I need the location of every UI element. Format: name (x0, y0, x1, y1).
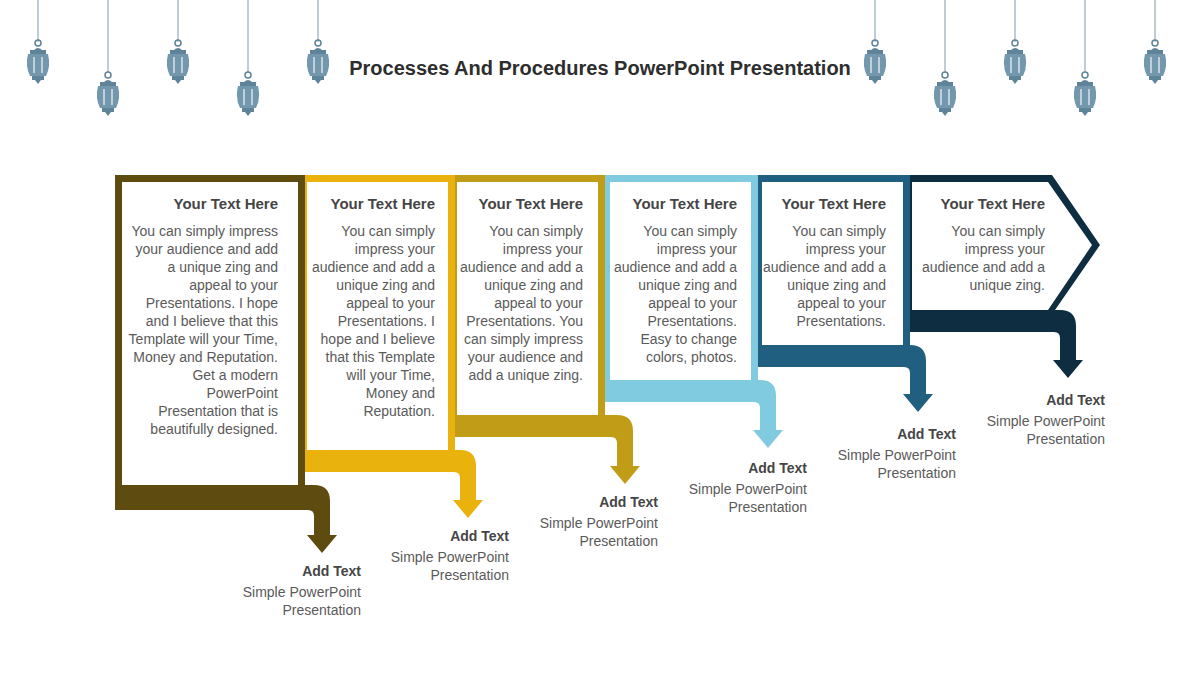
flow-arrow (898, 345, 933, 412)
box-heading: Your Text Here (921, 195, 1045, 213)
step-note: Simple PowerPoint Presentation (667, 480, 807, 516)
process-box: Your Text HereYou can simply impress you… (450, 175, 605, 437)
box-text: Your Text HereYou can simply impress you… (613, 195, 737, 366)
box-text: Your Text HereYou can simply impress you… (921, 195, 1045, 294)
process-box: Your Text HereYou can simply impress you… (603, 175, 758, 402)
box-heading: Your Text Here (613, 195, 737, 213)
process-box: Your Text HereYou can simply impress you… (755, 175, 910, 367)
box-heading: Your Text Here (126, 195, 278, 213)
step-note: Simple PowerPoint Presentation (965, 412, 1105, 448)
box-body: You can simply impress your audience and… (455, 222, 583, 384)
step-note: Simple PowerPoint Presentation (221, 583, 361, 619)
step-label: Add Text (518, 493, 658, 511)
flow-arrow (593, 415, 640, 484)
step-note: Simple PowerPoint Presentation (816, 446, 956, 482)
box-body: You can simply impress your audience and… (126, 222, 278, 438)
flow-arrow (1038, 310, 1083, 378)
box-heading: Your Text Here (455, 195, 583, 213)
slide-title: Processes And Procedures PowerPoint Pres… (0, 38, 1200, 98)
step-label: Add Text (667, 459, 807, 477)
flow-arrow (746, 380, 783, 448)
flow-arrow (443, 450, 483, 518)
process-box: Your Text HereYou can simply impress you… (905, 175, 1100, 332)
flow-arrow (293, 485, 337, 553)
step-label: Add Text (221, 562, 361, 580)
box-body: You can simply impress your audience and… (921, 222, 1045, 294)
process-box: Your Text HereYou can simply impress you… (300, 175, 455, 472)
box-text: Your Text HereYou can simply impress you… (126, 195, 278, 438)
box-heading: Your Text Here (762, 195, 886, 213)
process-box: Your Text HereYou can simply impress you… (115, 175, 305, 510)
box-text: Your Text HereYou can simply impress you… (309, 195, 435, 420)
step-note: Simple PowerPoint Presentation (518, 514, 658, 550)
step-note: Simple PowerPoint Presentation (369, 548, 509, 584)
box-body: You can simply impress your audience and… (613, 222, 737, 366)
box-body: You can simply impress your audience and… (309, 222, 435, 420)
step-label: Add Text (965, 391, 1105, 409)
box-body: You can simply impress your audience and… (762, 222, 886, 330)
box-text: Your Text HereYou can simply impress you… (762, 195, 886, 330)
step-label: Add Text (816, 425, 956, 443)
box-heading: Your Text Here (309, 195, 435, 213)
step-label: Add Text (369, 527, 509, 545)
box-text: Your Text HereYou can simply impress you… (455, 195, 583, 384)
